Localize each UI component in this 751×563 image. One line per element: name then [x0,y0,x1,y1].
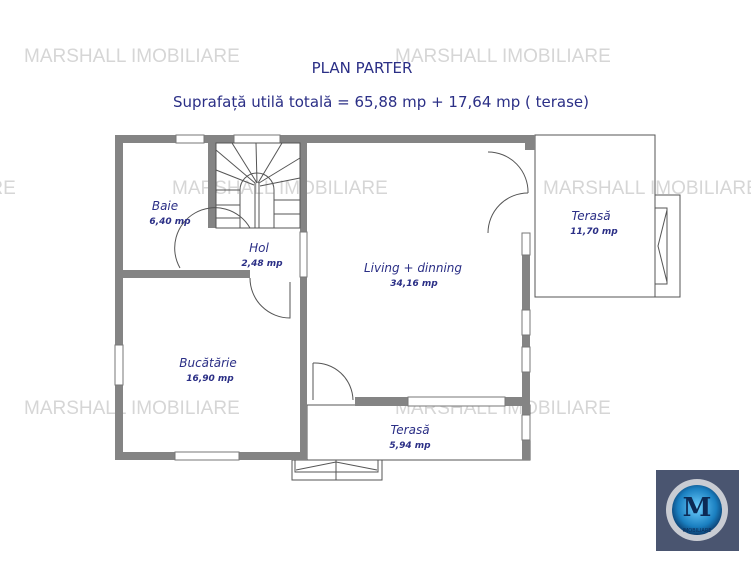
room-area: 16,90 mp [186,374,234,384]
doors [174,151,529,401]
room-hol: Hol 2,48 mp [241,241,283,269]
plan-subtitle: Suprafață utilă totală = 65,88 mp + 17,6… [173,93,589,111]
terrace-right-steps [654,194,681,298]
plan-title: PLAN PARTER [312,59,413,77]
watermark: MARSHALL IMOBILIARE [395,46,611,67]
room-area: 34,16 mp [390,279,438,289]
watermark: MARSHALL IMOBILIARE [172,178,388,199]
room-terasa-bottom: Terasă 5,94 mp [389,423,431,451]
room-terasa-right: Terasă 11,70 mp [570,209,618,237]
watermark: MARSHALL IMOBILIARE [0,178,16,199]
room-area: 2,48 mp [241,259,283,269]
room-area: 11,70 mp [570,227,618,237]
room-name: Terasă [390,423,429,437]
watermark: MARSHALL IMOBILIARE [543,178,751,199]
room-name: Hol [249,241,269,255]
windows [114,134,531,461]
room-name: Baie [152,199,178,213]
marshall-logo: M IMOBILIARE [656,470,739,551]
room-area: 6,40 mp [149,217,191,227]
room-living: Living + dinning 34,16 mp [364,261,462,289]
room-name: Living + dinning [364,261,462,275]
room-baie: Baie 6,40 mp [149,199,191,227]
watermarks: MARSHALL IMOBILIARE MARSHALL IMOBILIARE … [0,46,751,419]
watermark: MARSHALL IMOBILIARE [24,46,240,67]
logo-letter: M [683,493,712,523]
terrace-bottom-steps [291,459,383,481]
room-area: 5,94 mp [389,441,431,451]
room-bucatarie: Bucătărie 16,90 mp [179,356,237,384]
room-name: Terasă [571,209,610,223]
room-name: Bucătărie [179,356,237,370]
watermark: MARSHALL IMOBILIARE [24,398,240,419]
logo-text: IMOBILIARE [683,528,712,534]
staircase [215,142,301,229]
